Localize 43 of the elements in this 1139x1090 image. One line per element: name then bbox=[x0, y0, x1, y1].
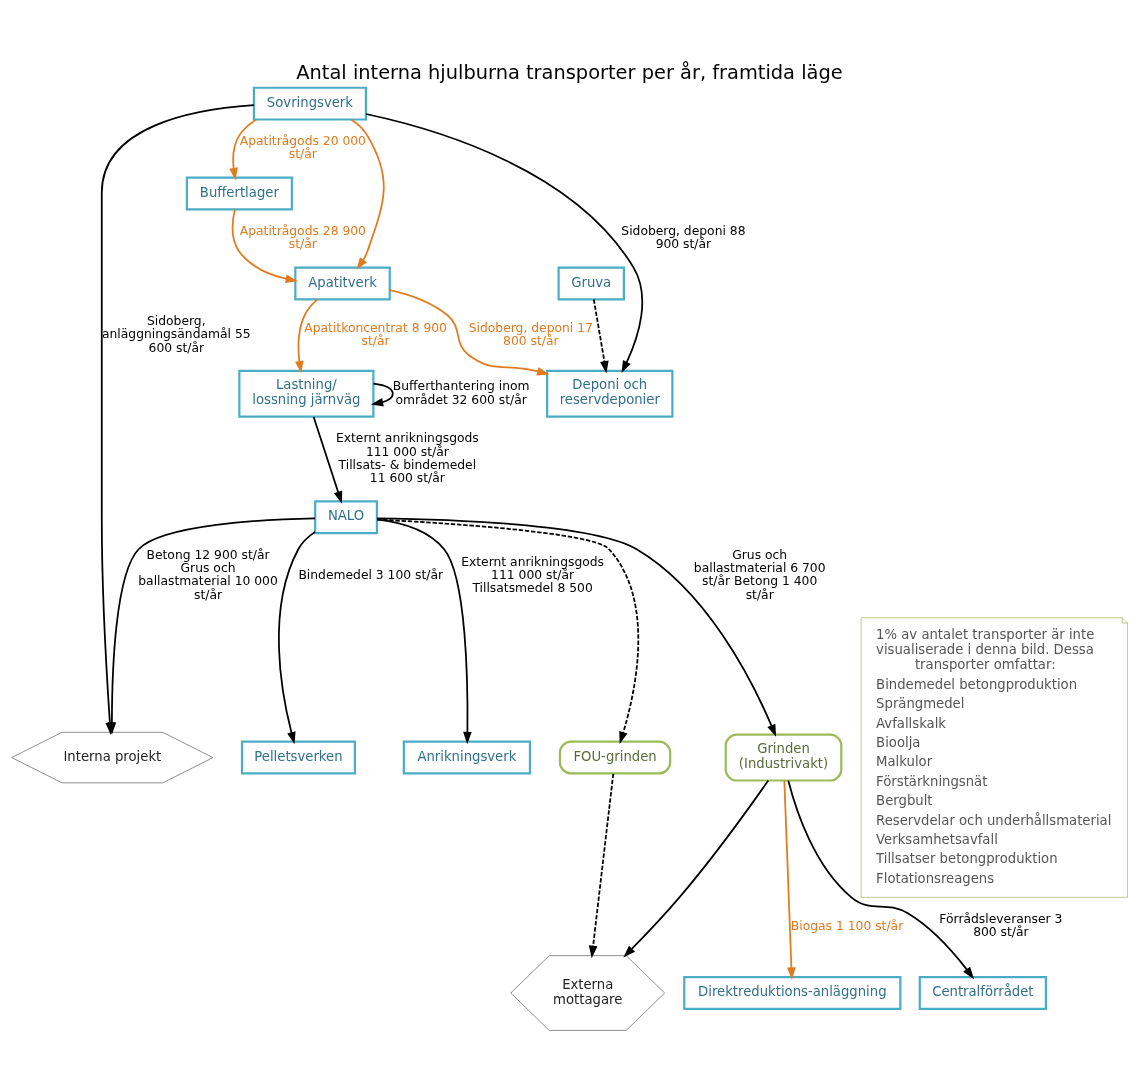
arrow bbox=[376, 517, 777, 737]
node-box: Deponi och reservdeponier bbox=[546, 369, 674, 418]
node-box: Apatitverk bbox=[294, 266, 391, 301]
edge-label: Externt anrikningsgods 111 000 st/år Tillsats- & bindemedel 11 600 st/år bbox=[335, 431, 479, 486]
edge-label: Bindemedel 3 100 st/år bbox=[298, 567, 444, 582]
node-box: Sovringsverk bbox=[252, 86, 367, 121]
edge-label: Biogas 1 100 st/år bbox=[790, 918, 904, 933]
edge-label: Bufferthantering inom området 32 600 st/år bbox=[392, 379, 530, 407]
node-box: Lastning/ lossning järnväg bbox=[238, 369, 375, 418]
node-box: Pelletsverken bbox=[240, 740, 356, 775]
node-box: Gruva bbox=[557, 266, 625, 301]
arrow bbox=[787, 779, 975, 980]
edge-label: Apatitrågods 20 000 st/år bbox=[239, 134, 366, 162]
arrow bbox=[312, 416, 343, 504]
diagram-title: Antal interna hjulburna transporter per år, framtida läge bbox=[296, 60, 843, 84]
arrow bbox=[592, 298, 609, 374]
arrow bbox=[365, 113, 644, 374]
arrow bbox=[389, 289, 550, 376]
node-box: NALO bbox=[314, 500, 379, 535]
edge-label: Sidoberg, deponi 88 900 st/år bbox=[621, 224, 746, 252]
arrow bbox=[278, 531, 316, 745]
arrow bbox=[370, 382, 394, 407]
edge-label: Sidoberg, deponi 17 800 st/år bbox=[468, 320, 593, 349]
node-box: FOU-grinden bbox=[558, 740, 672, 775]
edge-label: Externt anrikningsgods 111 000 st/år Tillsatsmedel 8 500 bbox=[461, 554, 605, 595]
edge-label: Apatitrågods 28 900 st/år bbox=[239, 224, 366, 252]
arrow bbox=[229, 118, 258, 181]
arrow bbox=[231, 208, 298, 283]
edge-label: Grus och ballastmaterial 6 700 st/år Betong 1 400 st/år bbox=[693, 547, 826, 602]
edge-label: Apatitkoncentrat 8 900 st/år bbox=[304, 320, 447, 349]
node-box: Anrikningsverk bbox=[402, 740, 532, 775]
arrow bbox=[783, 780, 796, 980]
edge-label: Betong 12 900 st/år Grus och ballastmaterial 10 000 st/år bbox=[138, 547, 278, 602]
node-box: Direktreduktions-anläggning bbox=[683, 976, 902, 1010]
arrow bbox=[623, 779, 770, 958]
edge-label: Förrådsleveranser 3 800 st/år bbox=[939, 912, 1063, 940]
node-box: Centralförrådet bbox=[918, 976, 1047, 1010]
node-box: Buffertlager bbox=[185, 176, 293, 211]
arrow bbox=[295, 298, 319, 374]
node-box: Grinden (Industrivakt) bbox=[724, 733, 843, 782]
arrow bbox=[376, 518, 640, 744]
arrow bbox=[588, 772, 615, 959]
arrow bbox=[350, 118, 385, 270]
